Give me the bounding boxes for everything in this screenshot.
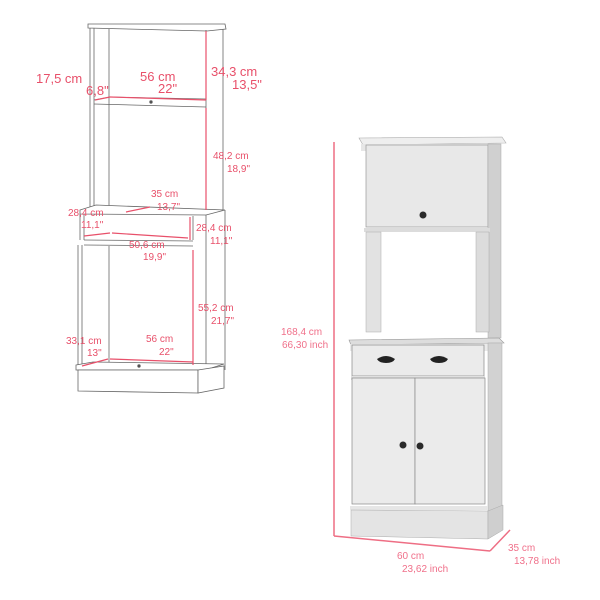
- top-shelf-width-inch: 22": [158, 81, 178, 96]
- left-door-knob-icon: [399, 441, 407, 449]
- niche-height-cm: 48,2 cm: [213, 151, 249, 162]
- top-shelf-depth-inch: 6,8": [86, 83, 109, 98]
- right-door-knob-icon: [416, 442, 424, 450]
- right-door: [414, 377, 486, 505]
- total-depth-cm: 35 cm: [508, 543, 536, 554]
- drawer-front: [351, 344, 485, 377]
- upper-hutch: [358, 136, 507, 339]
- drawer-height-cm: 28,4 cm: [196, 223, 232, 234]
- total-height-inch: 66,30 inch: [282, 340, 329, 351]
- lower-cabinet: [348, 337, 505, 540]
- cup-handle-left-icon: [377, 356, 395, 363]
- drawer-depth-cm: 28,4 cm: [68, 208, 104, 219]
- lower-height-cm: 55,2 cm: [198, 303, 234, 314]
- lower-depth-inch: 13": [87, 348, 102, 359]
- door-knob-icon: [419, 211, 427, 219]
- lower-width-cm: 56 cm: [146, 334, 174, 345]
- lower-height-inch: 21,7": [211, 316, 235, 327]
- total-depth-inch: 13,78 inch: [514, 556, 561, 567]
- top-shelf-depth-cm: 17,5 cm: [36, 71, 83, 86]
- left-door: [351, 377, 416, 505]
- drawer-width-cm: 50,6 cm: [129, 240, 165, 251]
- lower-width-inch: 22": [159, 347, 174, 358]
- total-height-cm: 168,4 cm: [281, 327, 323, 338]
- flip-door: [365, 144, 489, 228]
- drawer-back-depth-inch: 13,7": [157, 202, 181, 213]
- drawer-back-depth-cm: 35 cm: [151, 189, 179, 200]
- total-width-inch: 23,62 inch: [402, 564, 449, 575]
- top-cabinet-height-inch: 13,5": [232, 77, 262, 92]
- drawer-width-inch: 19,9": [143, 252, 167, 263]
- lower-depth-cm: 33,1 cm: [66, 336, 102, 347]
- top-shelf-width-cm: 56 cm: [140, 69, 176, 84]
- drawer-depth-inch: 11,1": [81, 220, 104, 231]
- niche-height-inch: 18,9": [227, 164, 251, 175]
- total-width-cm: 60 cm: [397, 551, 425, 562]
- top-cabinet-height-cm: 34,3 cm: [211, 64, 258, 79]
- cup-handle-right-icon: [430, 356, 448, 363]
- plinth: [350, 509, 489, 540]
- drawer-height-inch: 11,1": [210, 236, 233, 247]
